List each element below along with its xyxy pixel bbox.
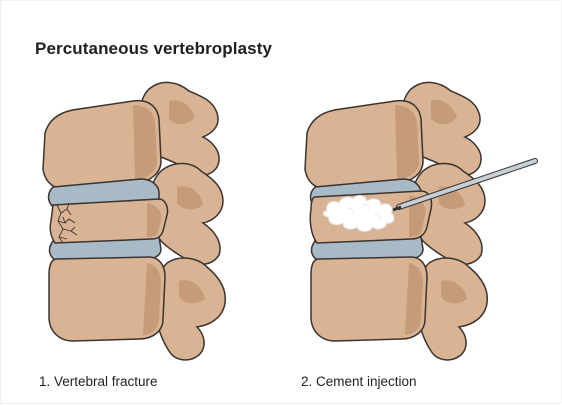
panel-injection — [305, 82, 487, 360]
panel-fracture — [43, 82, 225, 360]
panel-caption-injection: 2. Cement injection — [301, 374, 417, 389]
panel-caption-fracture: 1. Vertebral fracture — [39, 374, 158, 389]
